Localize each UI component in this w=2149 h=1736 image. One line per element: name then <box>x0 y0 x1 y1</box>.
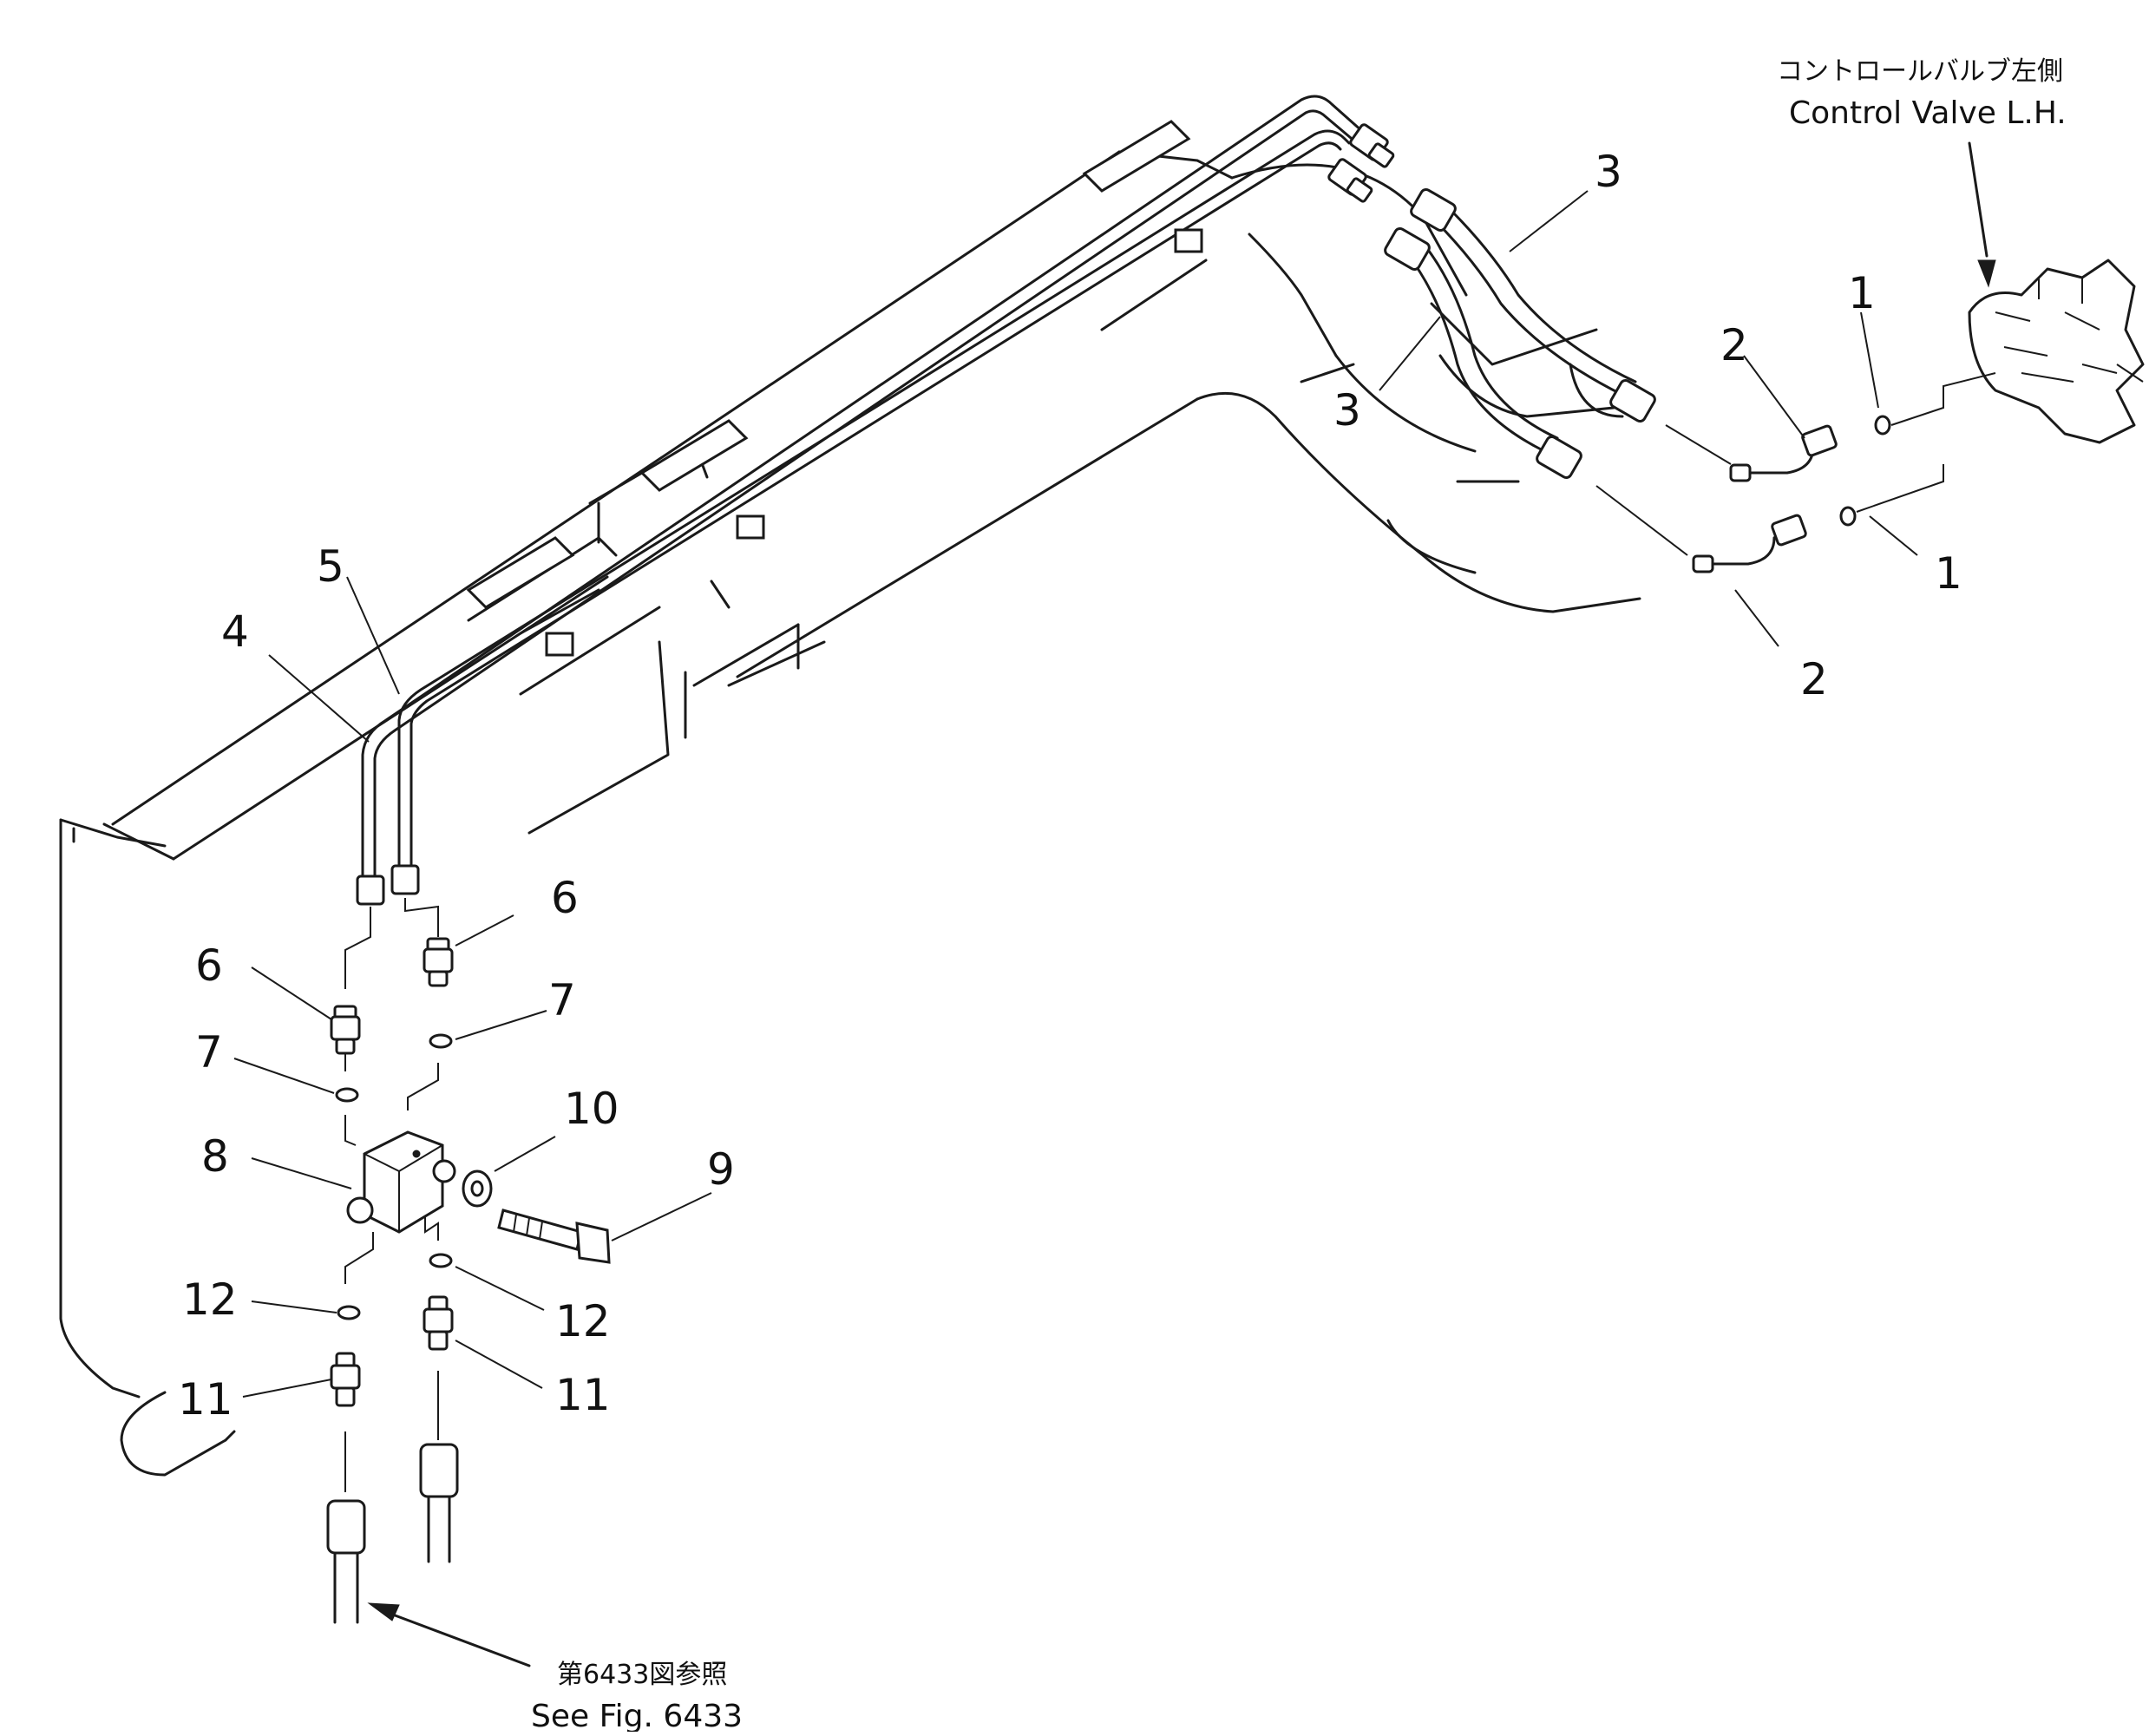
callout-9: 9 <box>707 1144 735 1195</box>
callout-11: 11 <box>178 1374 233 1425</box>
callout-2: 2 <box>1720 320 1748 370</box>
washer-10 <box>462 1169 493 1208</box>
callout-6: 6 <box>195 940 223 991</box>
fitting-6 <box>330 937 454 1055</box>
pipe-4 <box>361 95 1373 882</box>
callout-12: 12 <box>182 1274 238 1325</box>
hose-3 <box>1384 187 1656 480</box>
see-fig-note-jp: 第6433図参照 <box>557 1660 727 1690</box>
callout-10: 10 <box>564 1084 619 1134</box>
callout-12: 12 <box>555 1296 611 1346</box>
connection-lines <box>1595 372 1996 556</box>
boom-outline <box>59 150 1641 1477</box>
callout-2: 2 <box>1800 654 1828 704</box>
callout-11: 11 <box>555 1370 611 1420</box>
callout-1: 1 <box>1848 268 1876 318</box>
arrow-see-fig <box>367 1602 531 1667</box>
control-valve <box>1968 259 2145 444</box>
pipe-clamps <box>466 120 1203 657</box>
pipe-5 <box>397 129 1351 869</box>
callout-1: 1 <box>1935 548 1962 599</box>
pipe-top-fittings <box>1327 123 1395 203</box>
pipe-end-nuts <box>356 864 420 906</box>
callout-7: 7 <box>195 1027 223 1078</box>
callout-3: 3 <box>1333 385 1361 436</box>
callout-8: 8 <box>201 1131 229 1182</box>
bolt-9 <box>497 1209 611 1264</box>
valve-block-8 <box>346 1130 456 1234</box>
control-valve-note-jp: コントロールバルブ左側 <box>1777 56 2063 87</box>
arrow-to-control-valve <box>1968 141 1996 288</box>
callout-3: 3 <box>1595 147 1622 197</box>
lower-connection-lines <box>344 898 439 1492</box>
o-ring-12 <box>337 1253 453 1320</box>
fitting-11 <box>330 1295 454 1407</box>
callout-7: 7 <box>548 975 576 1025</box>
callout-6: 6 <box>551 873 579 923</box>
callout-5: 5 <box>317 541 344 592</box>
lower-hose-ends <box>326 1443 459 1624</box>
callout-4: 4 <box>221 606 249 657</box>
leader-lines <box>233 190 1918 1398</box>
elbow-2 <box>1692 424 1838 573</box>
see-fig-note-en: See Fig. 6433 <box>531 1699 743 1732</box>
o-ring-1 <box>1839 415 1891 527</box>
o-ring-7 <box>335 1033 453 1103</box>
control-valve-note-en: Control Valve L.H. <box>1789 95 2067 131</box>
